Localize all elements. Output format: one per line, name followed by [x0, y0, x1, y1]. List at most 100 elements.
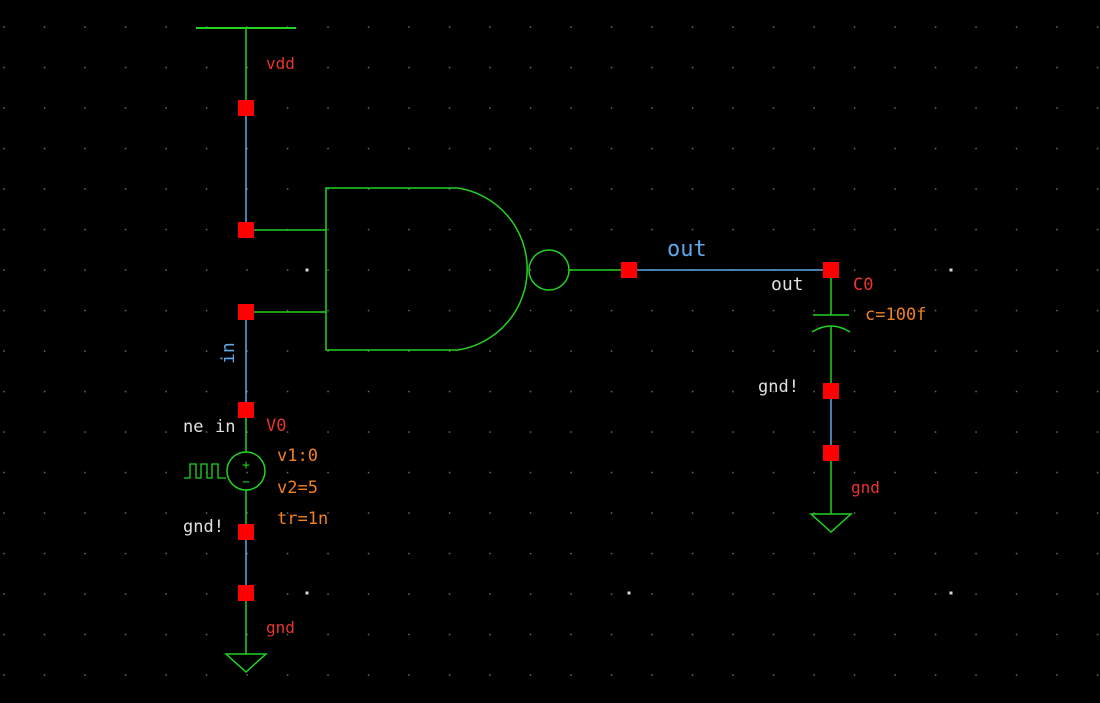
grid-dot [84, 350, 86, 352]
grid-dot [1056, 228, 1058, 231]
grid-dot [691, 431, 694, 433]
grid-dot [732, 633, 734, 636]
grid-dot [3, 350, 5, 352]
grid-dot [43, 309, 46, 312]
grid-dot [1015, 26, 1018, 28]
grid-dot [124, 147, 127, 150]
grid-dot [610, 188, 613, 190]
grid-dot [489, 431, 491, 433]
pin-v0-plus[interactable] [238, 402, 254, 418]
grid-dot [1096, 147, 1099, 150]
grid-dot [367, 471, 370, 474]
grid-dot [813, 431, 815, 433]
grid-dot [813, 147, 815, 150]
pin-gnd-right[interactable] [823, 445, 839, 461]
grid-dot [448, 471, 451, 474]
grid-dot [934, 309, 937, 312]
grid-dot [367, 512, 370, 514]
grid-dot [529, 390, 532, 393]
grid-dot [1096, 593, 1099, 595]
grid-dot [813, 188, 815, 190]
grid-dot [975, 26, 977, 28]
grid-dot [1096, 107, 1099, 109]
grid-dot [3, 674, 5, 676]
grid-dot [246, 147, 248, 150]
grid-dot [934, 269, 937, 271]
pin-c0-minus[interactable] [823, 383, 839, 399]
grid-dot [165, 552, 167, 555]
grid-dot [691, 552, 694, 555]
grid-dot [853, 188, 856, 190]
grid-dot [327, 633, 329, 636]
grid-dot [691, 66, 694, 69]
grid-dot [408, 228, 410, 231]
grid-dot [853, 674, 856, 676]
grid-dot [327, 593, 329, 595]
grid-dot [246, 66, 248, 69]
grid-dot [813, 228, 815, 231]
grid-dot [732, 228, 734, 231]
grid-dot [286, 633, 289, 636]
grid-dot [448, 512, 451, 514]
grid-dot [1015, 552, 1018, 555]
pin-c0-plus[interactable] [823, 262, 839, 278]
grid-dot [408, 552, 410, 555]
grid-dot [651, 552, 653, 555]
grid-dot [853, 107, 856, 109]
grid-dot [934, 431, 937, 433]
grid-dot [772, 228, 775, 231]
grid-dot [448, 633, 451, 636]
grid-dot [3, 633, 5, 636]
grid-dot [327, 350, 329, 352]
grid-dot [732, 66, 734, 69]
pin-nand-b[interactable] [238, 304, 254, 320]
grid-dot [934, 66, 937, 69]
capacitor-symbol[interactable] [811, 270, 851, 391]
grid-dot [367, 147, 370, 150]
grid-dot [853, 633, 856, 636]
grid-dot [205, 228, 208, 231]
grid-dot [570, 633, 572, 636]
grid-dot [975, 309, 977, 312]
grid-dot [286, 431, 289, 433]
grid-dot [772, 431, 775, 433]
grid-dot [84, 471, 86, 474]
grid-dot [934, 390, 937, 393]
grid-dot [286, 350, 289, 352]
c0-instance-name: C0 [853, 275, 873, 295]
grid-dot [772, 66, 775, 69]
grid-dot [246, 390, 248, 393]
pin-nand-out[interactable] [621, 262, 637, 278]
grid-dot [84, 512, 86, 514]
grid-dot [691, 26, 694, 28]
c0-value-param: c=100f [865, 305, 926, 325]
grid-dot [813, 633, 815, 636]
grid-dot [691, 147, 694, 150]
grid-dot [84, 228, 86, 231]
grid-dot [732, 107, 734, 109]
grid-dot [975, 471, 977, 474]
grid-dot [165, 431, 167, 433]
pin-gnd-left[interactable] [238, 585, 254, 601]
grid-dot [367, 593, 370, 595]
grid-dot [570, 512, 572, 514]
pin-vdd[interactable] [238, 100, 254, 116]
nand-gate-symbol[interactable] [246, 187, 629, 351]
grid-dot [408, 390, 410, 393]
grid-dot [610, 593, 613, 595]
grid-dot [43, 228, 46, 231]
grid-dot [327, 107, 329, 109]
grid-dot [853, 147, 856, 150]
grid-dot [570, 471, 572, 474]
grid-dot [43, 633, 46, 636]
grid-dot [1096, 26, 1099, 28]
grid-dot [367, 66, 370, 69]
grid-dot [408, 593, 410, 595]
grid-dot [205, 390, 208, 393]
pin-v0-minus[interactable] [238, 524, 254, 540]
grid-dot [84, 26, 86, 28]
pin-nand-a[interactable] [238, 222, 254, 238]
grid-dot [43, 188, 46, 190]
grid-dot [3, 512, 5, 514]
